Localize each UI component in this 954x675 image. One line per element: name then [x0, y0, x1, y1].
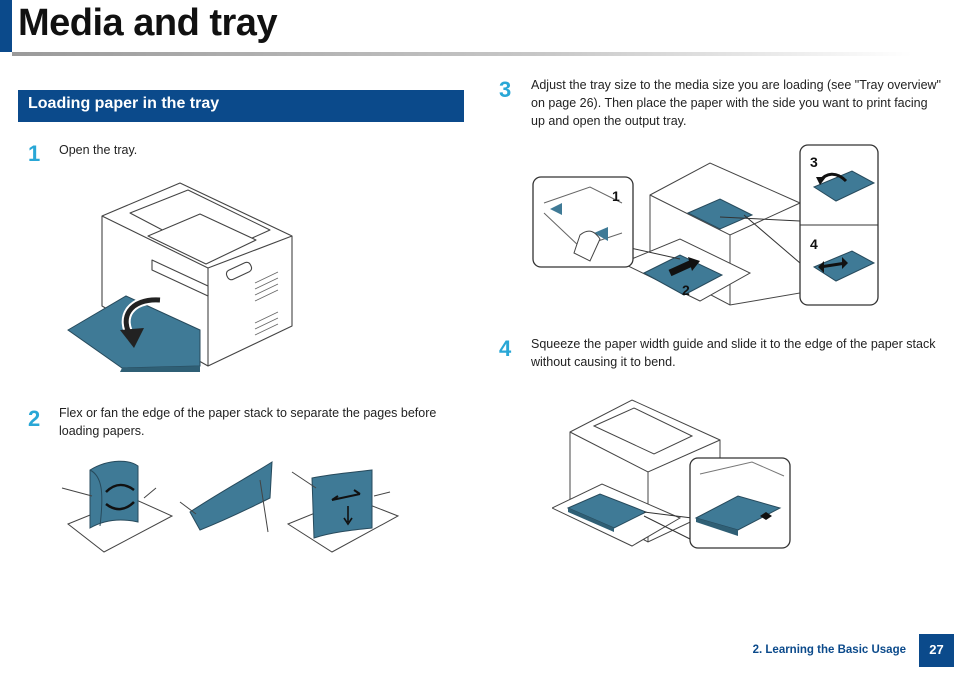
step-4-number: 4: [499, 336, 512, 361]
step-1-number: 1: [28, 141, 41, 166]
title-divider: [12, 52, 912, 56]
step-1-text: Open the tray.: [59, 143, 138, 157]
section-header: Loading paper in the tray: [18, 90, 464, 122]
step-3-text: Adjust the tray size to the media size y…: [531, 78, 941, 128]
callout-2: 2: [682, 282, 690, 298]
callout-3: 3: [810, 154, 818, 170]
figure-open-tray: [60, 178, 300, 373]
figure-adjust-tray: 1 2 3 4: [530, 143, 882, 308]
title-accent-bar: [0, 0, 12, 52]
figure-paper-guide: [552, 390, 792, 552]
step-2-text: Flex or fan the edge of the paper stack …: [59, 406, 437, 438]
footer-chapter: 2. Learning the Basic Usage: [752, 644, 906, 656]
callout-1: 1: [612, 188, 620, 204]
page-title: Media and tray: [18, 2, 278, 44]
page-number-box: 27: [919, 634, 954, 667]
figure-flex-paper: [60, 452, 405, 560]
step-3-number: 3: [499, 77, 512, 102]
callout-4: 4: [810, 236, 818, 252]
step-4-text: Squeeze the paper width guide and slide …: [531, 337, 936, 369]
step-2-number: 2: [28, 406, 41, 431]
section-title: Loading paper in the tray: [28, 95, 220, 112]
page-number: 27: [929, 642, 944, 657]
